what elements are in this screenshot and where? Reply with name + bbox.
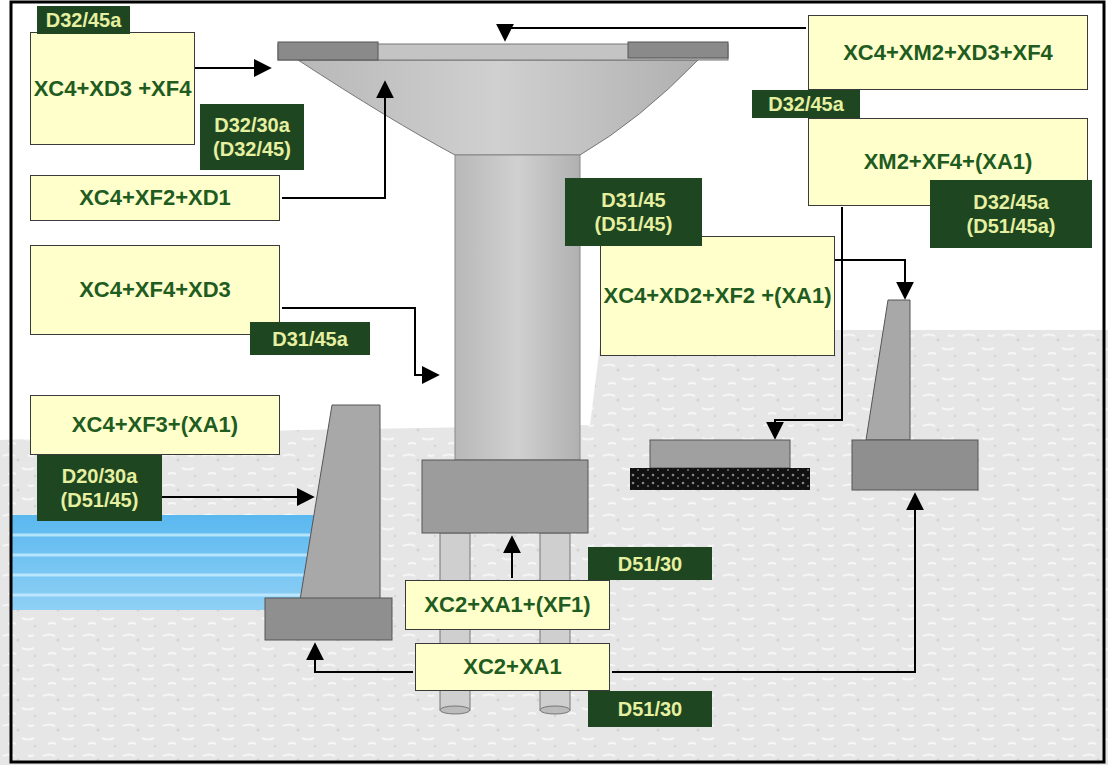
- ground-slab: [650, 440, 790, 468]
- exposure-text: XC2+XA1+(XF1): [424, 591, 590, 619]
- grade-text: D31/45a: [272, 327, 348, 351]
- grade-text: D51/30: [618, 552, 683, 576]
- grade-text: D32/45a: [46, 8, 122, 32]
- exposure-class-box: XC4+XD2+XF2 +(XA1): [600, 236, 835, 356]
- grade-text: D32/30a (D32/45): [200, 113, 304, 161]
- grade-text: D32/45a (D51/45a): [930, 190, 1092, 238]
- exposure-class-box: XC4+XF3+(XA1): [30, 395, 280, 455]
- exposure-text: XC4+XF4+XD3: [79, 276, 231, 304]
- concrete-grade-tag: D51/30: [588, 691, 712, 727]
- exposure-text: XC4+XM2+XD3+XF4: [843, 39, 1053, 67]
- exposure-class-box: XC4+XF2+XD1: [30, 175, 280, 221]
- pile-cap: [422, 460, 588, 533]
- exposure-class-box: XC4+XD3 +XF4: [30, 32, 195, 145]
- concrete-grade-tag: D31/45a: [250, 322, 370, 355]
- bearing-right: [628, 42, 728, 58]
- concrete-grade-tag: D51/30: [588, 547, 712, 580]
- exposure-text: XC4+XF2+XD1: [79, 184, 231, 212]
- pier-column: [455, 155, 580, 460]
- exposure-text: XC4+XF3+(XA1): [72, 411, 238, 439]
- bearing-left: [278, 42, 378, 60]
- exposure-class-box: XC2+XA1+(XF1): [405, 580, 610, 630]
- leader-arrows: [152, 28, 915, 672]
- concrete-grade-tag: D32/45a: [37, 6, 130, 34]
- frame: [11, 2, 1104, 762]
- exposure-class-box: XC4+XM2+XD3+XF4: [808, 15, 1088, 90]
- concrete-grade-tag: D20/30a (D51/45): [37, 455, 162, 521]
- grade-text: D31/45 (D51/45): [565, 188, 702, 236]
- concrete-grade-tag: D32/30a (D32/45): [200, 104, 304, 170]
- exposure-text: XC2+XA1: [463, 653, 561, 681]
- left-abutment-wall: [300, 405, 380, 600]
- concrete-grade-tag: D32/45a (D51/45a): [930, 180, 1092, 248]
- grade-text: D51/30: [618, 697, 683, 721]
- exposure-class-box: XC2+XA1: [415, 643, 610, 691]
- pier-cap: [298, 60, 698, 155]
- water: [10, 515, 340, 610]
- right-abutment-wall: [866, 300, 910, 440]
- grade-text: D32/45a: [768, 92, 844, 116]
- left-abutment-base: [265, 598, 392, 640]
- gravel-bed: [630, 468, 810, 490]
- right-abutment-base: [852, 440, 978, 490]
- concrete-grade-tag: D31/45 (D51/45): [565, 178, 702, 246]
- exposure-text: XC4+XD2+XF2 +(XA1): [603, 282, 831, 310]
- exposure-text: XM2+XF4+(XA1): [864, 148, 1033, 176]
- exposure-class-box: XC4+XF4+XD3: [30, 245, 280, 335]
- grade-text: D20/30a (D51/45): [37, 464, 162, 512]
- exposure-text: XC4+XD3 +XF4: [34, 75, 192, 103]
- concrete-grade-tag: D32/45a: [752, 90, 860, 118]
